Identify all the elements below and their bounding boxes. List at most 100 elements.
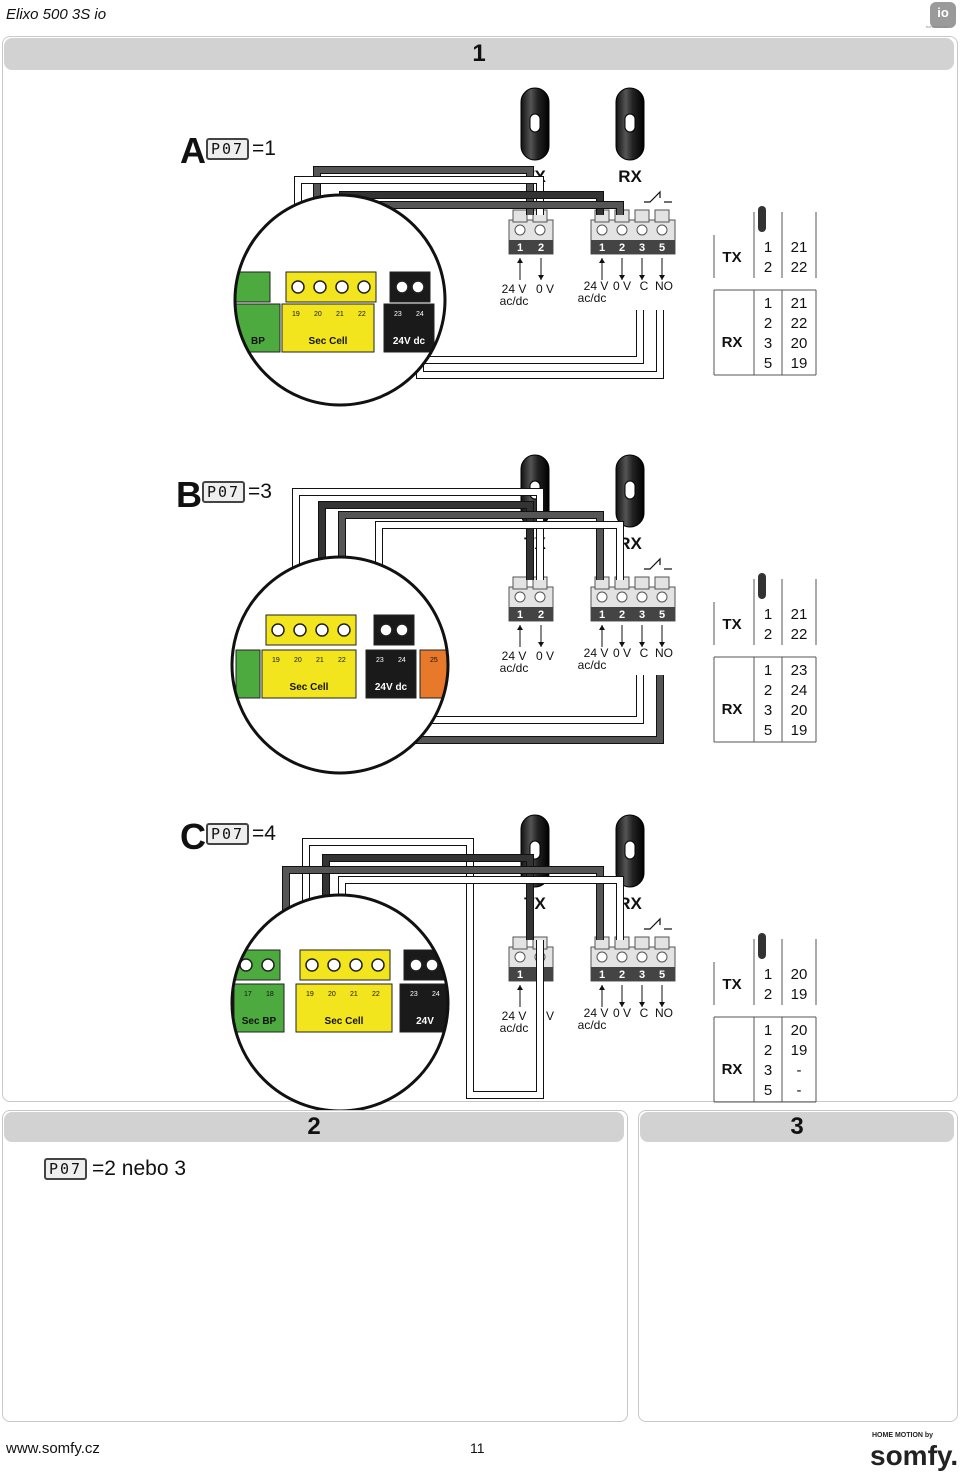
- diagram-a-rx-term-3: 3: [639, 242, 645, 254]
- arrow-head: [517, 258, 523, 263]
- diagram-c-terminal-num: 20: [328, 991, 336, 998]
- arrow-head: [619, 1002, 625, 1007]
- diagram-a-rx-terminal-block-tab: [634, 209, 650, 223]
- diagram-c-table-tx-term: 20: [791, 966, 808, 983]
- diagram-c-rx-c: C: [640, 1006, 649, 1020]
- diagram-b-terminal-body: [235, 649, 261, 699]
- diagram-b-table-tx-term: 21: [791, 606, 808, 623]
- diagram-a-rx-label: RX: [618, 167, 642, 186]
- diagram-c-terminal-num: 24: [432, 991, 440, 998]
- diagram-a-table-rx-term: 22: [791, 315, 808, 332]
- diagram-b-terminal-num: 24: [398, 657, 406, 664]
- diagram-a-screw: [313, 280, 327, 294]
- diagram-c-table-tx-term: 19: [791, 986, 808, 1003]
- diagram-a-terminal-label: BP: [251, 336, 265, 347]
- diagram-b-terminal-body: [419, 649, 448, 699]
- lcd-p07: P07: [206, 138, 250, 160]
- somfy-logo: somfy.: [870, 1440, 959, 1471]
- diagram-a-table-rx-pin: 5: [764, 355, 772, 372]
- footer-url[interactable]: www.somfy.cz: [6, 1440, 100, 1457]
- diagram-a-terminal-num: 20: [314, 311, 322, 318]
- diagram-c-table-rx-pin: 2: [764, 1042, 772, 1059]
- diagram-c-eq: =4: [252, 822, 276, 845]
- diagram-c-terminal-num: 21: [350, 991, 358, 998]
- section-3-panel: [638, 1110, 958, 1422]
- diagram-a-param-display: P07: [206, 138, 250, 160]
- diagram-c-table-rx-pin: 1: [764, 1022, 772, 1039]
- diagram-c-tx-term-1: 1: [517, 969, 523, 981]
- diagram-a-tx-sensor-icon-lens: [529, 113, 541, 133]
- diagram-a-tx-terminal-block: [508, 209, 554, 255]
- section-2-param-display: P07: [44, 1158, 88, 1180]
- document-title: Elixo 500 3S io: [6, 6, 107, 23]
- diagram-a-table-tx: TX: [722, 249, 741, 266]
- diagram-a-table-tx-pin: 1: [764, 239, 772, 256]
- diagram-b-screw: [379, 623, 393, 637]
- diagram-b-table-tx-pin: 1: [764, 606, 772, 623]
- diagram-a-tx-terminal-block-screw: [534, 224, 546, 236]
- diagram-c-rx-terminal-block: [590, 936, 676, 982]
- diagram-c-table-tx-pin: 2: [764, 986, 772, 1003]
- diagram-c-terminal-label: 24V: [416, 1016, 434, 1027]
- arrow-head: [639, 1002, 645, 1007]
- diagram-b-terminal-label: 24V dc: [375, 682, 408, 693]
- arrow-head: [639, 275, 645, 280]
- diagram-a-rx-sensor-icon-lens: [624, 113, 636, 133]
- diagram-c-tx-acdc: ac/dc: [500, 1021, 529, 1035]
- diagram-a-terminal-num: 24: [416, 311, 424, 318]
- diagram-c-table-rx-term: 20: [791, 1022, 808, 1039]
- diagram-c-rx-acdc: ac/dc: [578, 1018, 607, 1032]
- diagram-b-terminal-body: [365, 649, 417, 699]
- diagram-c-table-tx-pin: 1: [764, 966, 772, 983]
- diagram-b-tx-terminal-block-strip: [509, 607, 553, 621]
- diagram-c-rx-terminal-block-screw: [616, 951, 628, 963]
- relay-contact-icon: [644, 557, 661, 570]
- diagram-b-rx-sensor-icon: [615, 454, 645, 528]
- diagram-a-rx-terminal-block-tab: [654, 209, 670, 223]
- diagram-b-tx-terminal-block-screw: [534, 591, 546, 603]
- diagram-a-rx-sensor-icon: [615, 87, 645, 161]
- arrow-head: [619, 642, 625, 647]
- diagram-a-tx-24v: 24 V: [502, 282, 527, 296]
- section-1-header: 1: [4, 38, 954, 70]
- section-2-eq: =2 nebo 3: [92, 1157, 187, 1180]
- diagram-c-rx-term-3: 3: [639, 969, 645, 981]
- diagram-b-rx-acdc: ac/dc: [578, 658, 607, 672]
- diagram-a-rx-no: NO: [655, 279, 673, 293]
- diagram-a-tx-0v: 0 V: [536, 282, 554, 296]
- diagram-c-terminal-body: [399, 983, 448, 1033]
- diagram-b-rx-no: NO: [655, 646, 673, 660]
- diagram-a-table-sensor-icon: [758, 206, 766, 232]
- diagram-c-table-rx: RX: [722, 1061, 743, 1078]
- diagram-c-terminal-num: 19: [306, 991, 314, 998]
- diagram-c-rx-term-5: 5: [659, 969, 665, 981]
- diagram-b-screw: [293, 623, 307, 637]
- diagram-a-rx-terminal-block-screw: [656, 224, 668, 236]
- diagram-c-tx-terminal-block: [508, 936, 554, 982]
- diagram-a-rx-terminal-block-strip: [591, 240, 675, 254]
- diagram-b-table-tx: TX: [722, 616, 741, 633]
- diagram-b-rx-terminal-block-screw: [656, 591, 668, 603]
- arrow-head: [639, 642, 645, 647]
- diagram-a-rx-term-2: 2: [619, 242, 625, 254]
- diagram-a-rx-c: C: [640, 279, 649, 293]
- arrow-head: [619, 275, 625, 280]
- brand-tagline: HOME MOTION by: [872, 1432, 934, 1439]
- diagram-a-table-tx-term: 21: [791, 239, 808, 256]
- diagram-b-table-sensor-icon: [758, 573, 766, 599]
- diagram-c-table-rx-pin: 5: [764, 1082, 772, 1099]
- lcd-p07: P07: [44, 1158, 88, 1180]
- diagram-a-table-rx: RX: [722, 334, 743, 351]
- diagram-b-rx-terminal-block-strip: [591, 607, 675, 621]
- diagram-a-terminal-label: Sec Cell: [309, 336, 348, 347]
- diagram-c-rx-terminal-block-screw: [596, 951, 608, 963]
- diagram-a-table-rx-term: 21: [791, 295, 808, 312]
- diagram-a-tx-terminal-block-screw: [514, 224, 526, 236]
- diagram-c-table-rx-pin: 3: [764, 1062, 772, 1079]
- diagram-b-wire-outline: [414, 665, 664, 744]
- arrow-head: [517, 985, 523, 990]
- diagram-c-terminal-num: 22: [372, 991, 380, 998]
